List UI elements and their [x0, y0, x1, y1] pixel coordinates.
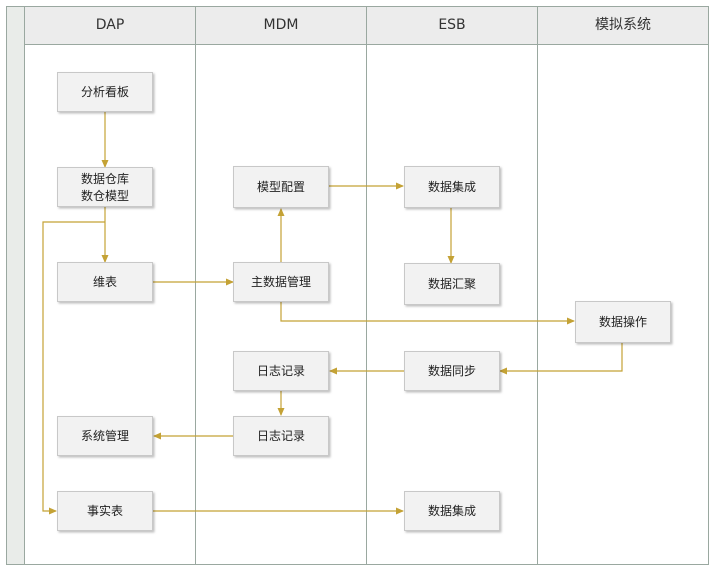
node-model-config-label: 模型配置 — [257, 180, 305, 194]
lane-gutter — [7, 7, 24, 564]
edge-warehouse-to-fact-table — [42, 221, 105, 515]
node-fact-table-label: 事实表 — [87, 503, 123, 518]
node-system-management[interactable]: 系统管理 — [57, 416, 153, 456]
node-dimension-table-label: 维表 — [93, 275, 117, 289]
node-data-integration-2[interactable]: 数据集成 — [404, 491, 500, 531]
edge-data-operation-to-sync — [499, 342, 623, 375]
node-fact-table[interactable]: 事实表 — [57, 491, 153, 531]
node-data-operation[interactable]: 数据操作 — [575, 301, 671, 343]
node-master-data-management-label: 主数据管理 — [251, 274, 311, 289]
node-log-record-1-label: 日志记录 — [257, 364, 305, 378]
node-data-integration-1[interactable]: 数据集成 — [404, 166, 500, 208]
node-log-record-2-label: 日志记录 — [257, 429, 305, 443]
node-data-warehouse-label-1: 数据仓库 — [81, 171, 129, 186]
node-model-config[interactable]: 模型配置 — [233, 166, 329, 208]
node-data-sync-label: 数据同步 — [428, 363, 476, 378]
lane-title-dap: DAP — [96, 17, 125, 33]
node-data-operation-label: 数据操作 — [599, 314, 647, 329]
node-master-data-management[interactable]: 主数据管理 — [233, 262, 329, 302]
node-data-sync[interactable]: 数据同步 — [404, 351, 500, 391]
node-data-warehouse[interactable]: 数据仓库 数仓模型 — [57, 167, 153, 207]
lane-title-mdm: MDM — [264, 17, 299, 33]
node-data-aggregation[interactable]: 数据汇聚 — [404, 263, 500, 305]
node-system-management-label: 系统管理 — [81, 428, 129, 443]
node-dashboard[interactable]: 分析看板 — [57, 72, 153, 112]
node-log-record-2[interactable]: 日志记录 — [233, 416, 329, 456]
lane-title-esb: ESB — [438, 17, 465, 33]
edge-master-data-to-data-operation — [280, 302, 575, 325]
node-data-integration-2-label: 数据集成 — [428, 503, 476, 518]
node-dimension-table[interactable]: 维表 — [57, 262, 153, 302]
node-log-record-1[interactable]: 日志记录 — [233, 351, 329, 391]
node-data-integration-1-label: 数据集成 — [428, 179, 476, 194]
node-dashboard-label: 分析看板 — [81, 85, 129, 99]
node-data-warehouse-label-2: 数仓模型 — [81, 188, 129, 203]
lane-title-simulation-system: 模拟系统 — [595, 17, 651, 33]
node-data-aggregation-label: 数据汇聚 — [428, 276, 476, 291]
